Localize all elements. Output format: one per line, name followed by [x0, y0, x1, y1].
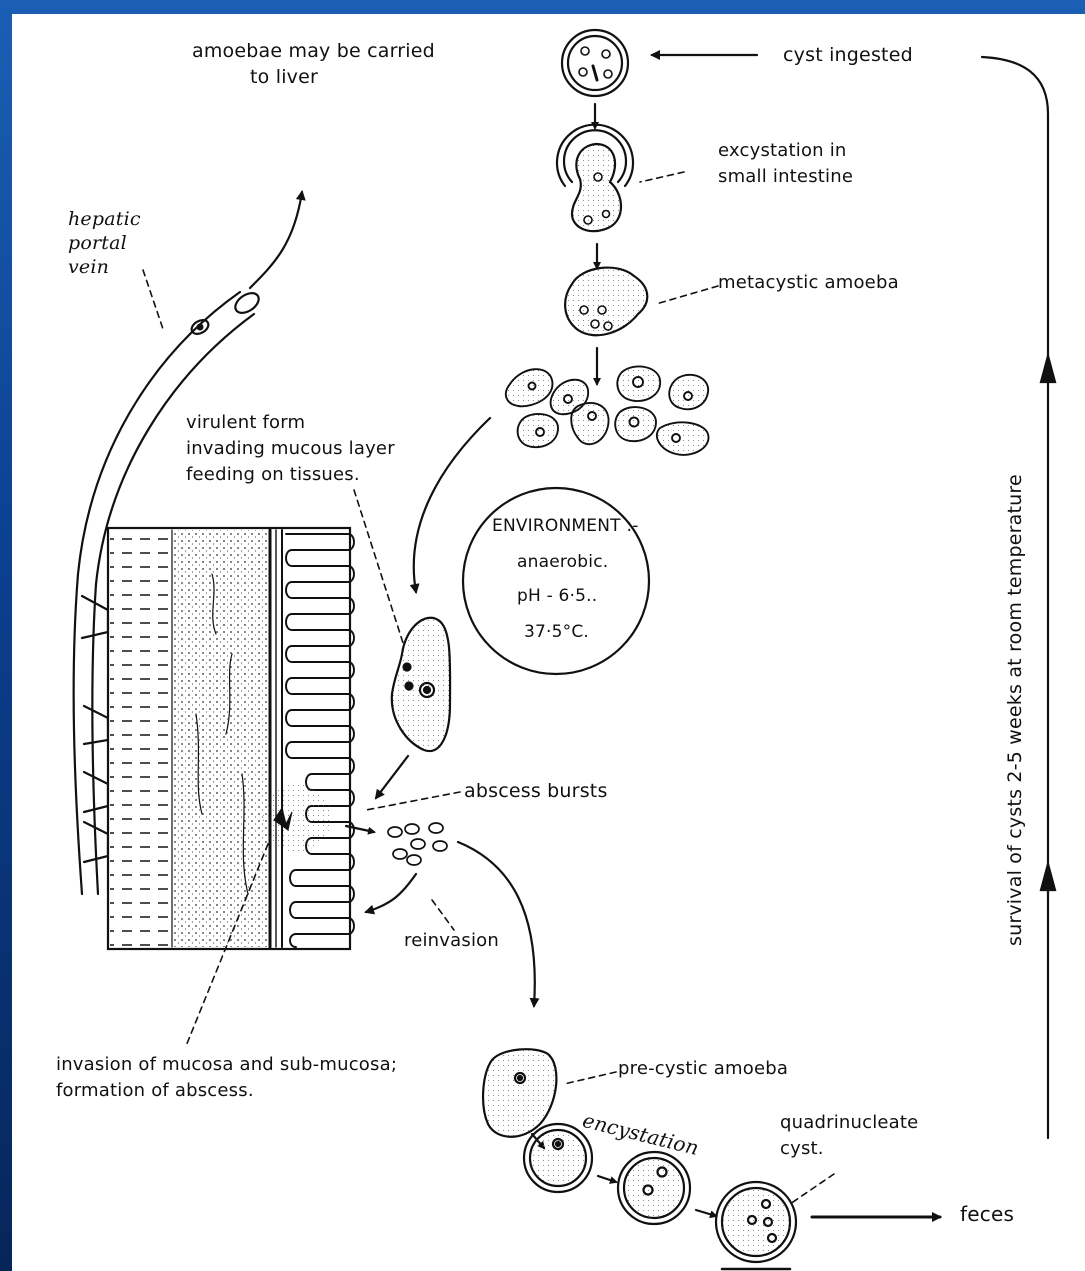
return-arrowhead-lower [1041, 864, 1055, 890]
leader-reinvasion [432, 900, 454, 930]
leader-virulent [354, 490, 404, 646]
intestinal-wall-icon [108, 528, 354, 949]
ingested-cyst-icon [562, 30, 628, 96]
label-cyst-ingested: cyst ingested [783, 44, 913, 68]
label-quadrinucleate-2: cyst. [780, 1138, 824, 1161]
arrow-to-abscess [376, 756, 408, 798]
arrow-to-liver [250, 192, 302, 288]
precystic-amoeba-icon [483, 1049, 556, 1137]
label-abscess-bursts: abscess bursts [464, 780, 608, 804]
encystation-cyst-1-icon [524, 1124, 592, 1192]
label-metacystic: metacystic amoeba [718, 272, 899, 295]
label-virulent-2: invading mucous layer [186, 438, 395, 461]
leader-quadrinucleate [790, 1174, 834, 1204]
label-virulent-1: virulent form [186, 412, 305, 435]
label-environment-2: pH - 6·5.. [517, 586, 597, 607]
label-environment-title: ENVIRONMENT :- [492, 516, 639, 537]
trophozoite-cluster-icon [506, 366, 709, 454]
label-hepatic-3: vein [68, 256, 109, 280]
label-precystic: pre-cystic amoeba [618, 1058, 788, 1081]
leader-hepatic [143, 270, 164, 332]
leader-excystation [640, 172, 684, 182]
label-hepatic-1: hepatic [68, 208, 141, 232]
arrow-to-virulent-form [414, 418, 490, 592]
label-reinvasion: reinvasion [404, 930, 499, 953]
label-excystation-1: excystation in [718, 140, 847, 163]
label-virulent-3: feeding on tissues. [186, 464, 360, 487]
label-amoebae-liver-2: to liver [250, 66, 318, 90]
arrow-encystation-3 [696, 1210, 716, 1216]
leader-precystic [564, 1072, 616, 1084]
quadrinucleate-cyst-icon [716, 1182, 796, 1269]
leader-metacystic [656, 286, 718, 304]
arrow-to-precystic [458, 842, 535, 1006]
excystation-icon [557, 125, 633, 232]
return-arrowhead-upper [1041, 356, 1055, 382]
label-hepatic-2: portal [68, 232, 127, 256]
label-survival: survival of cysts 2-5 weeks at room temp… [1004, 474, 1028, 946]
label-quadrinucleate-1: quadrinucleate [780, 1112, 918, 1135]
released-amoebae-icon [388, 823, 447, 865]
label-environment-3: 37·5°C. [524, 622, 589, 643]
label-excystation-2: small intestine [718, 166, 853, 189]
label-environment-1: anaerobic. [517, 552, 608, 573]
label-amoebae-liver-1: amoebae may be carried [192, 40, 435, 64]
label-feces: feces [960, 1202, 1014, 1227]
label-invasion-1: invasion of mucosa and sub-mucosa; [56, 1054, 397, 1077]
label-invasion-2: formation of abscess. [56, 1080, 254, 1103]
leader-abscess-bursts [366, 792, 460, 810]
metacystic-amoeba-icon [565, 268, 647, 336]
arrow-reinvasion [366, 874, 416, 912]
arrow-encystation-2 [598, 1176, 616, 1182]
diagram-panel: amoebae may be carried to liver cyst ing… [12, 14, 1085, 1271]
encystation-cyst-2-icon [618, 1152, 690, 1224]
